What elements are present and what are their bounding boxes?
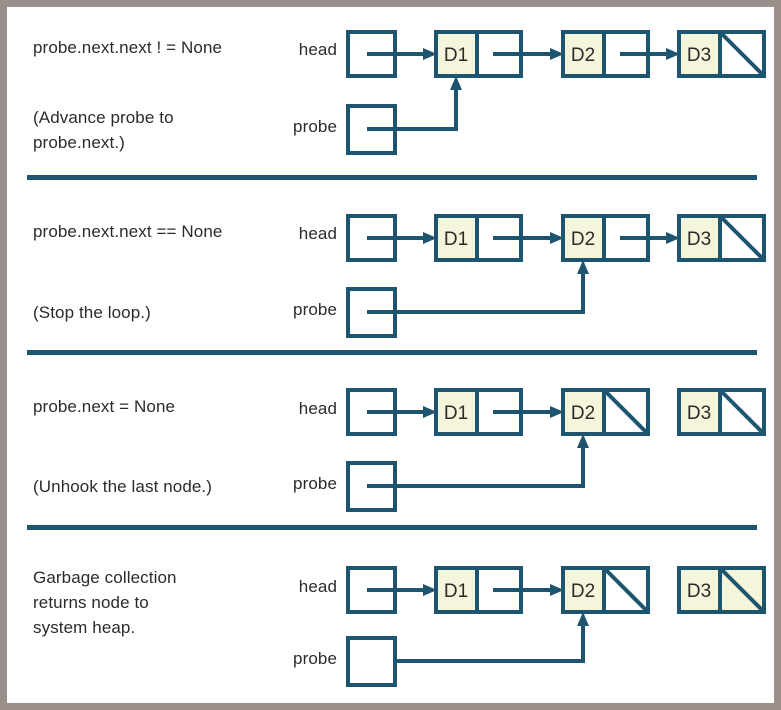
panel-4-node-1-label: D2 xyxy=(571,581,595,602)
panel-3-divider xyxy=(27,525,757,530)
panel-2-node-1-label: D2 xyxy=(571,229,595,250)
panel-4-head-link-arrowhead xyxy=(423,584,437,596)
panel-3-node-0-link-arrowhead xyxy=(550,406,564,418)
panel-stack: probe.next.next ! = None (Advance probe … xyxy=(7,7,774,703)
panel-3-head-link-arrowhead xyxy=(423,406,437,418)
panel-1-divider xyxy=(27,175,757,180)
panel-3-note-text: (Unhook the last node.) xyxy=(33,477,213,496)
panel-2-probe-link-arrowhead xyxy=(577,260,589,274)
panel-4-head-label: head xyxy=(298,577,337,596)
panel-1: probe.next.next ! = None (Advance probe … xyxy=(7,7,774,182)
panel-3-node-1-label: D2 xyxy=(571,403,595,424)
panel-1-head-label: head xyxy=(298,40,337,59)
panel-4-node-1-null-slash xyxy=(604,568,648,612)
panel-3-node-1-null-slash xyxy=(604,390,648,434)
panel-3-node-2-data-cell xyxy=(677,388,722,436)
panel-1-node-1-link-arrowhead xyxy=(666,48,680,60)
panel-1-diagram: D1 D2 D3 xyxy=(346,30,766,155)
panel-1-probe-label: probe xyxy=(293,117,337,136)
panel-2-head-label: head xyxy=(298,224,337,243)
panel-1-note-text: (Advance probe to probe.next.) xyxy=(33,108,174,152)
panel-1-node-2-null-slash xyxy=(720,32,764,76)
panel-2-node-1-link-arrowhead xyxy=(666,232,680,244)
panel-4-node-2-null-slash xyxy=(720,568,764,612)
panel-3-node-2-null-slash xyxy=(720,390,764,434)
panel-2-node-2-null-slash xyxy=(720,216,764,260)
panel-2-condition-text: probe.next.next == None xyxy=(33,222,223,241)
panel-4-probe-box xyxy=(346,636,397,687)
panel-1-node-1-data-cell xyxy=(561,30,606,78)
panel-2-diagram: D1 D2 D3 xyxy=(346,214,766,338)
panel-1-head-link-arrowhead xyxy=(423,48,437,60)
panel-1-probe-link-arrowhead xyxy=(450,76,462,90)
panel-3: probe.next = None (Unhook the last node.… xyxy=(7,357,774,532)
panel-1-node-0-label: D1 xyxy=(444,45,468,66)
panel-4-condition-text: Garbage collection returns node to syste… xyxy=(33,568,177,637)
panel-2-probe-label: probe xyxy=(293,300,337,319)
panel-4-node-2-label: D3 xyxy=(687,581,711,602)
panel-4-probe-label: probe xyxy=(293,649,337,668)
panel-1-node-2-label: D3 xyxy=(687,45,711,66)
panel-3-node-0-label: D1 xyxy=(444,403,468,424)
panel-1-node-1-label: D2 xyxy=(571,45,595,66)
panel-1-node-0-link-arrowhead xyxy=(550,48,564,60)
panel-3-head-label: head xyxy=(298,399,337,418)
panel-4-probe-link-arrowhead xyxy=(577,612,589,626)
panel-2: probe.next.next == None (Stop the loop.)… xyxy=(7,182,774,357)
panel-1-condition-text: probe.next.next ! = None xyxy=(33,38,223,57)
panel-3-condition-text: probe.next = None xyxy=(33,397,176,416)
panel-4-node-0-link-arrowhead xyxy=(550,584,564,596)
panel-2-head-link-arrowhead xyxy=(423,232,437,244)
panel-3-node-2-label: D3 xyxy=(687,403,711,424)
panel-2-node-0-link-arrowhead xyxy=(550,232,564,244)
panel-3-probe-label: probe xyxy=(293,474,337,493)
panel-4: Garbage collection returns node to syste… xyxy=(7,532,774,703)
panel-1-node-0-data-cell xyxy=(434,30,479,78)
panel-4-diagram: D1 D2 D3 xyxy=(346,566,766,687)
panel-2-note-text: (Stop the loop.) xyxy=(33,303,151,322)
panel-2-probe-link-line xyxy=(367,272,585,314)
panel-1-probe-link-line xyxy=(367,88,458,131)
panel-2-node-2-label: D3 xyxy=(687,229,711,250)
panel-4-probe-link-line xyxy=(395,624,585,663)
panel-3-probe-link-line xyxy=(367,446,585,488)
panel-3-diagram: D1 D2 D3 xyxy=(346,388,766,512)
panel-3-node-0-data-cell xyxy=(434,388,479,436)
panel-3-probe-link-arrowhead xyxy=(577,434,589,448)
panel-4-node-0-label: D1 xyxy=(444,581,468,602)
panel-2-divider xyxy=(27,350,757,355)
panel-2-node-0-label: D1 xyxy=(444,229,468,250)
